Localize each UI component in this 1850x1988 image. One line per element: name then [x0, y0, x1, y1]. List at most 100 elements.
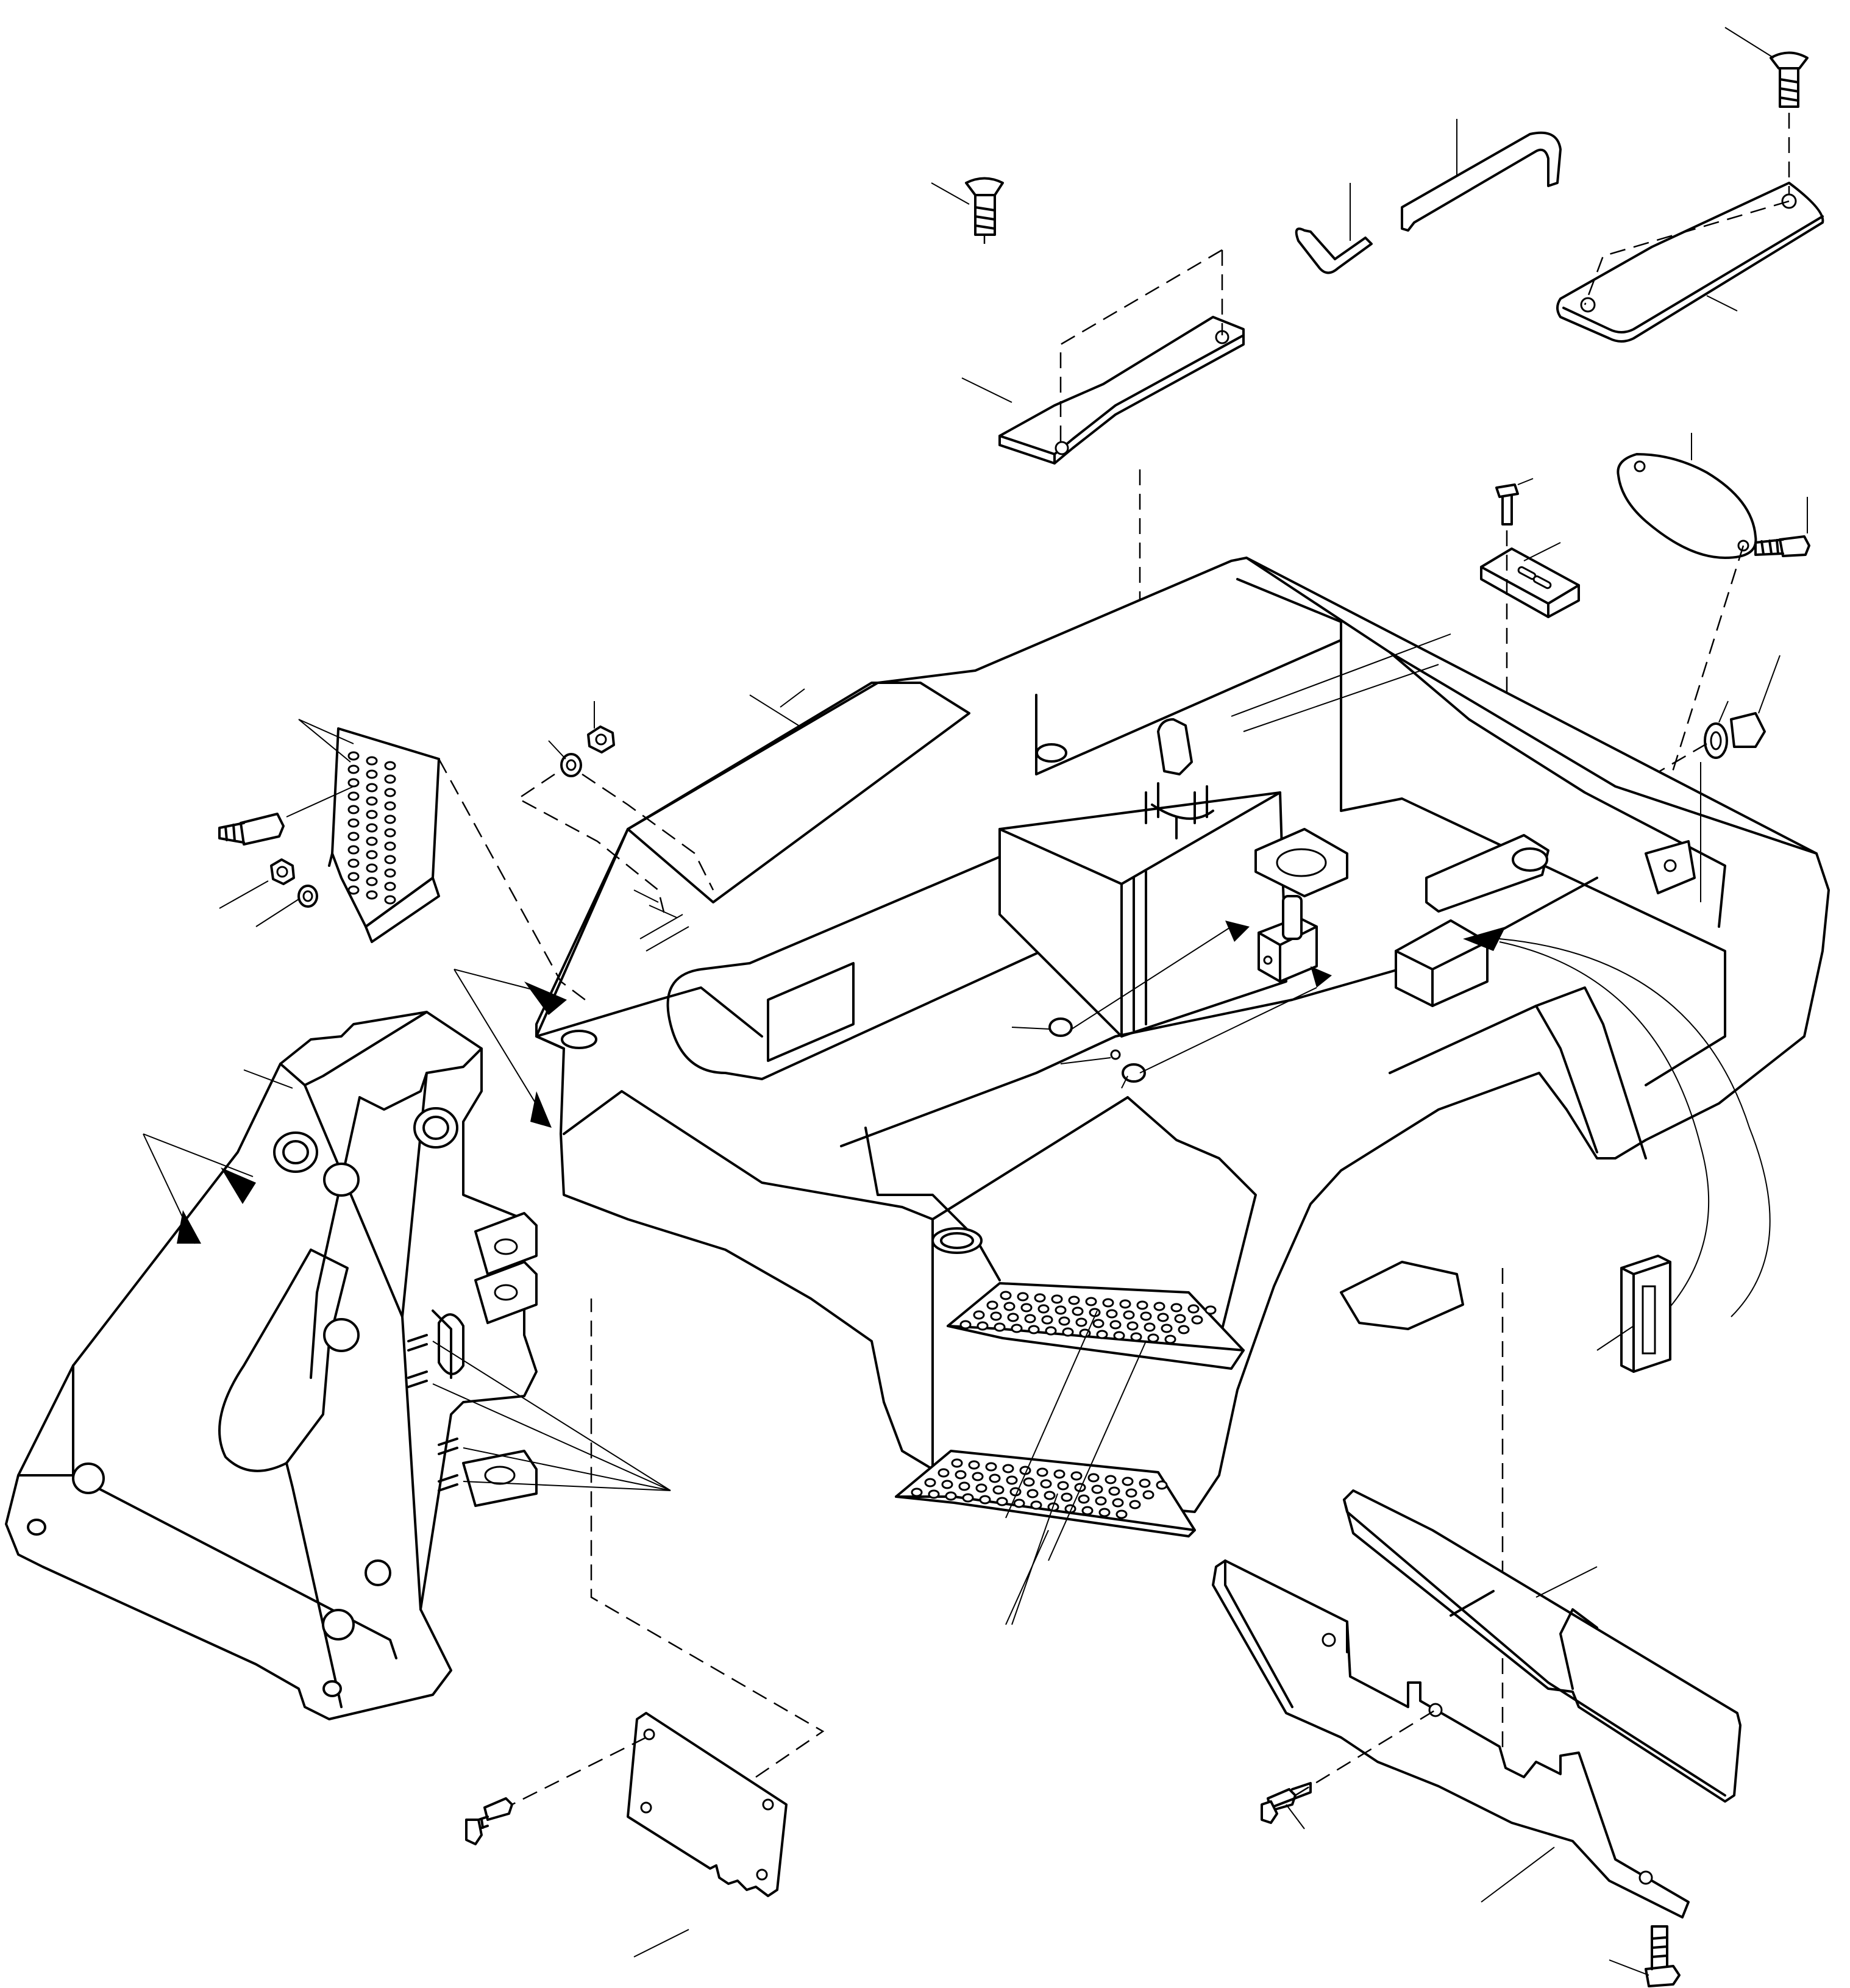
perforation-hole — [1062, 1327, 1074, 1337]
perforation-hole — [1044, 1491, 1056, 1500]
oval-cover — [1617, 433, 1757, 559]
perforation-hole — [347, 818, 360, 828]
perforation-hole — [1106, 1309, 1118, 1319]
perforation-hole — [384, 882, 396, 891]
perforation-hole — [1144, 1322, 1156, 1332]
perforation-hole — [384, 828, 396, 838]
bottom-cover-plate — [511, 1299, 825, 1958]
perforation-hole — [384, 855, 396, 864]
perforation-hole — [1045, 1326, 1057, 1336]
slotted-clip — [1480, 542, 1580, 618]
perforation-hole — [1040, 1479, 1052, 1489]
perforation-hole — [1178, 1325, 1190, 1334]
perforation-hole — [1139, 1478, 1151, 1488]
perforation-hole — [1091, 1484, 1103, 1494]
perforation-hole — [911, 1487, 923, 1497]
perforation-hole — [996, 1497, 1008, 1506]
perforation-hole — [366, 890, 378, 900]
perforation-hole — [1123, 1310, 1135, 1320]
perforation-hole — [1115, 1509, 1128, 1519]
perforation-hole — [347, 885, 360, 895]
perforation-hole — [1034, 1293, 1046, 1303]
perforation-hole — [958, 1481, 970, 1491]
perforation-hole — [1072, 1306, 1084, 1316]
perforation-hole — [1129, 1500, 1141, 1509]
perforation-hole — [384, 841, 396, 851]
perforation-hole — [384, 801, 396, 811]
perforation-hole — [384, 895, 396, 905]
perforation-hole — [347, 778, 360, 788]
perforation-hole — [384, 774, 396, 784]
perforation-hole — [347, 845, 360, 855]
perforation-hole — [1191, 1315, 1203, 1325]
perforation-hole — [1055, 1305, 1067, 1315]
perforation-hole — [1036, 1467, 1048, 1477]
perforation-hole — [962, 1493, 974, 1503]
perforation-hole — [1096, 1330, 1108, 1339]
perforation-hole — [347, 791, 360, 801]
perforation-hole — [985, 1462, 997, 1472]
dash-top-left-plate — [983, 235, 1223, 664]
perforation-hole — [1113, 1331, 1125, 1341]
perforation-hole — [975, 1483, 987, 1493]
nuts-and-washers — [218, 701, 714, 1000]
perforation-hole — [972, 1472, 984, 1481]
perforation-hole — [1013, 1498, 1025, 1508]
perforation-hole — [1026, 1489, 1039, 1498]
perforation-hole — [1011, 1324, 1023, 1333]
perforation-hole — [1119, 1299, 1131, 1309]
perforation-hole — [1157, 1313, 1169, 1322]
guard-bracket — [1212, 1559, 1690, 1919]
perforation-hole — [1109, 1320, 1122, 1330]
perforation-hole — [1102, 1298, 1114, 1308]
main-frame — [535, 557, 1830, 1513]
perforation-hole — [347, 858, 360, 868]
perforation-hole — [366, 850, 378, 860]
perforation-hole — [1174, 1314, 1186, 1324]
retaining-bar-long — [1401, 119, 1562, 232]
top-cover-plate-right — [1556, 182, 1824, 343]
perforation-hole — [928, 1489, 940, 1499]
perforation-hole — [990, 1311, 1002, 1321]
perforation-hole — [366, 769, 378, 779]
perforation-hole — [366, 836, 378, 846]
perforation-hole — [366, 756, 378, 766]
bolt-slotted-clip — [1495, 478, 1534, 732]
bolt-bottom-cover — [465, 1797, 513, 1845]
perforation-hole — [1037, 1304, 1050, 1314]
perforation-hole — [1161, 1324, 1173, 1333]
handle-lever — [1425, 834, 1771, 1333]
perforation-hole — [1147, 1333, 1159, 1343]
perforation-hole — [1108, 1486, 1120, 1496]
perforation-hole — [1074, 1483, 1086, 1492]
perforation-hole — [1070, 1471, 1083, 1481]
perforation-hole — [1105, 1475, 1117, 1484]
perforation-hole — [1087, 1473, 1100, 1483]
perforation-hole — [1061, 1492, 1073, 1502]
frame-leaders — [454, 688, 805, 1128]
perforation-hole — [1112, 1498, 1124, 1508]
perforation-hole — [1130, 1332, 1142, 1342]
perforation-hole — [366, 796, 378, 806]
perforation-hole — [1204, 1305, 1217, 1315]
perforation-hole — [1140, 1311, 1152, 1321]
step-plate-front-lower — [895, 1450, 1196, 1537]
perforation-hole — [1078, 1494, 1090, 1504]
grease-plugs — [1011, 926, 1317, 1089]
perforation-hole — [347, 751, 360, 761]
perforation-hole — [994, 1322, 1006, 1332]
perforation-hole — [1053, 1469, 1066, 1479]
perforation-hole — [1085, 1297, 1097, 1306]
perforation-hole — [384, 868, 396, 878]
perforation-hole — [1068, 1295, 1080, 1305]
hanging-connector — [1501, 1255, 1671, 1762]
perforation-hole — [366, 810, 378, 819]
perforation-hole — [347, 805, 360, 814]
perforation-hole — [1003, 1302, 1016, 1311]
perforation-hole — [1092, 1319, 1105, 1328]
perforation-hole — [1002, 1464, 1014, 1473]
perforation-hole — [1006, 1475, 1018, 1485]
bolt-guard — [1261, 1709, 1436, 1829]
bolt-top-right — [1584, 27, 1809, 305]
